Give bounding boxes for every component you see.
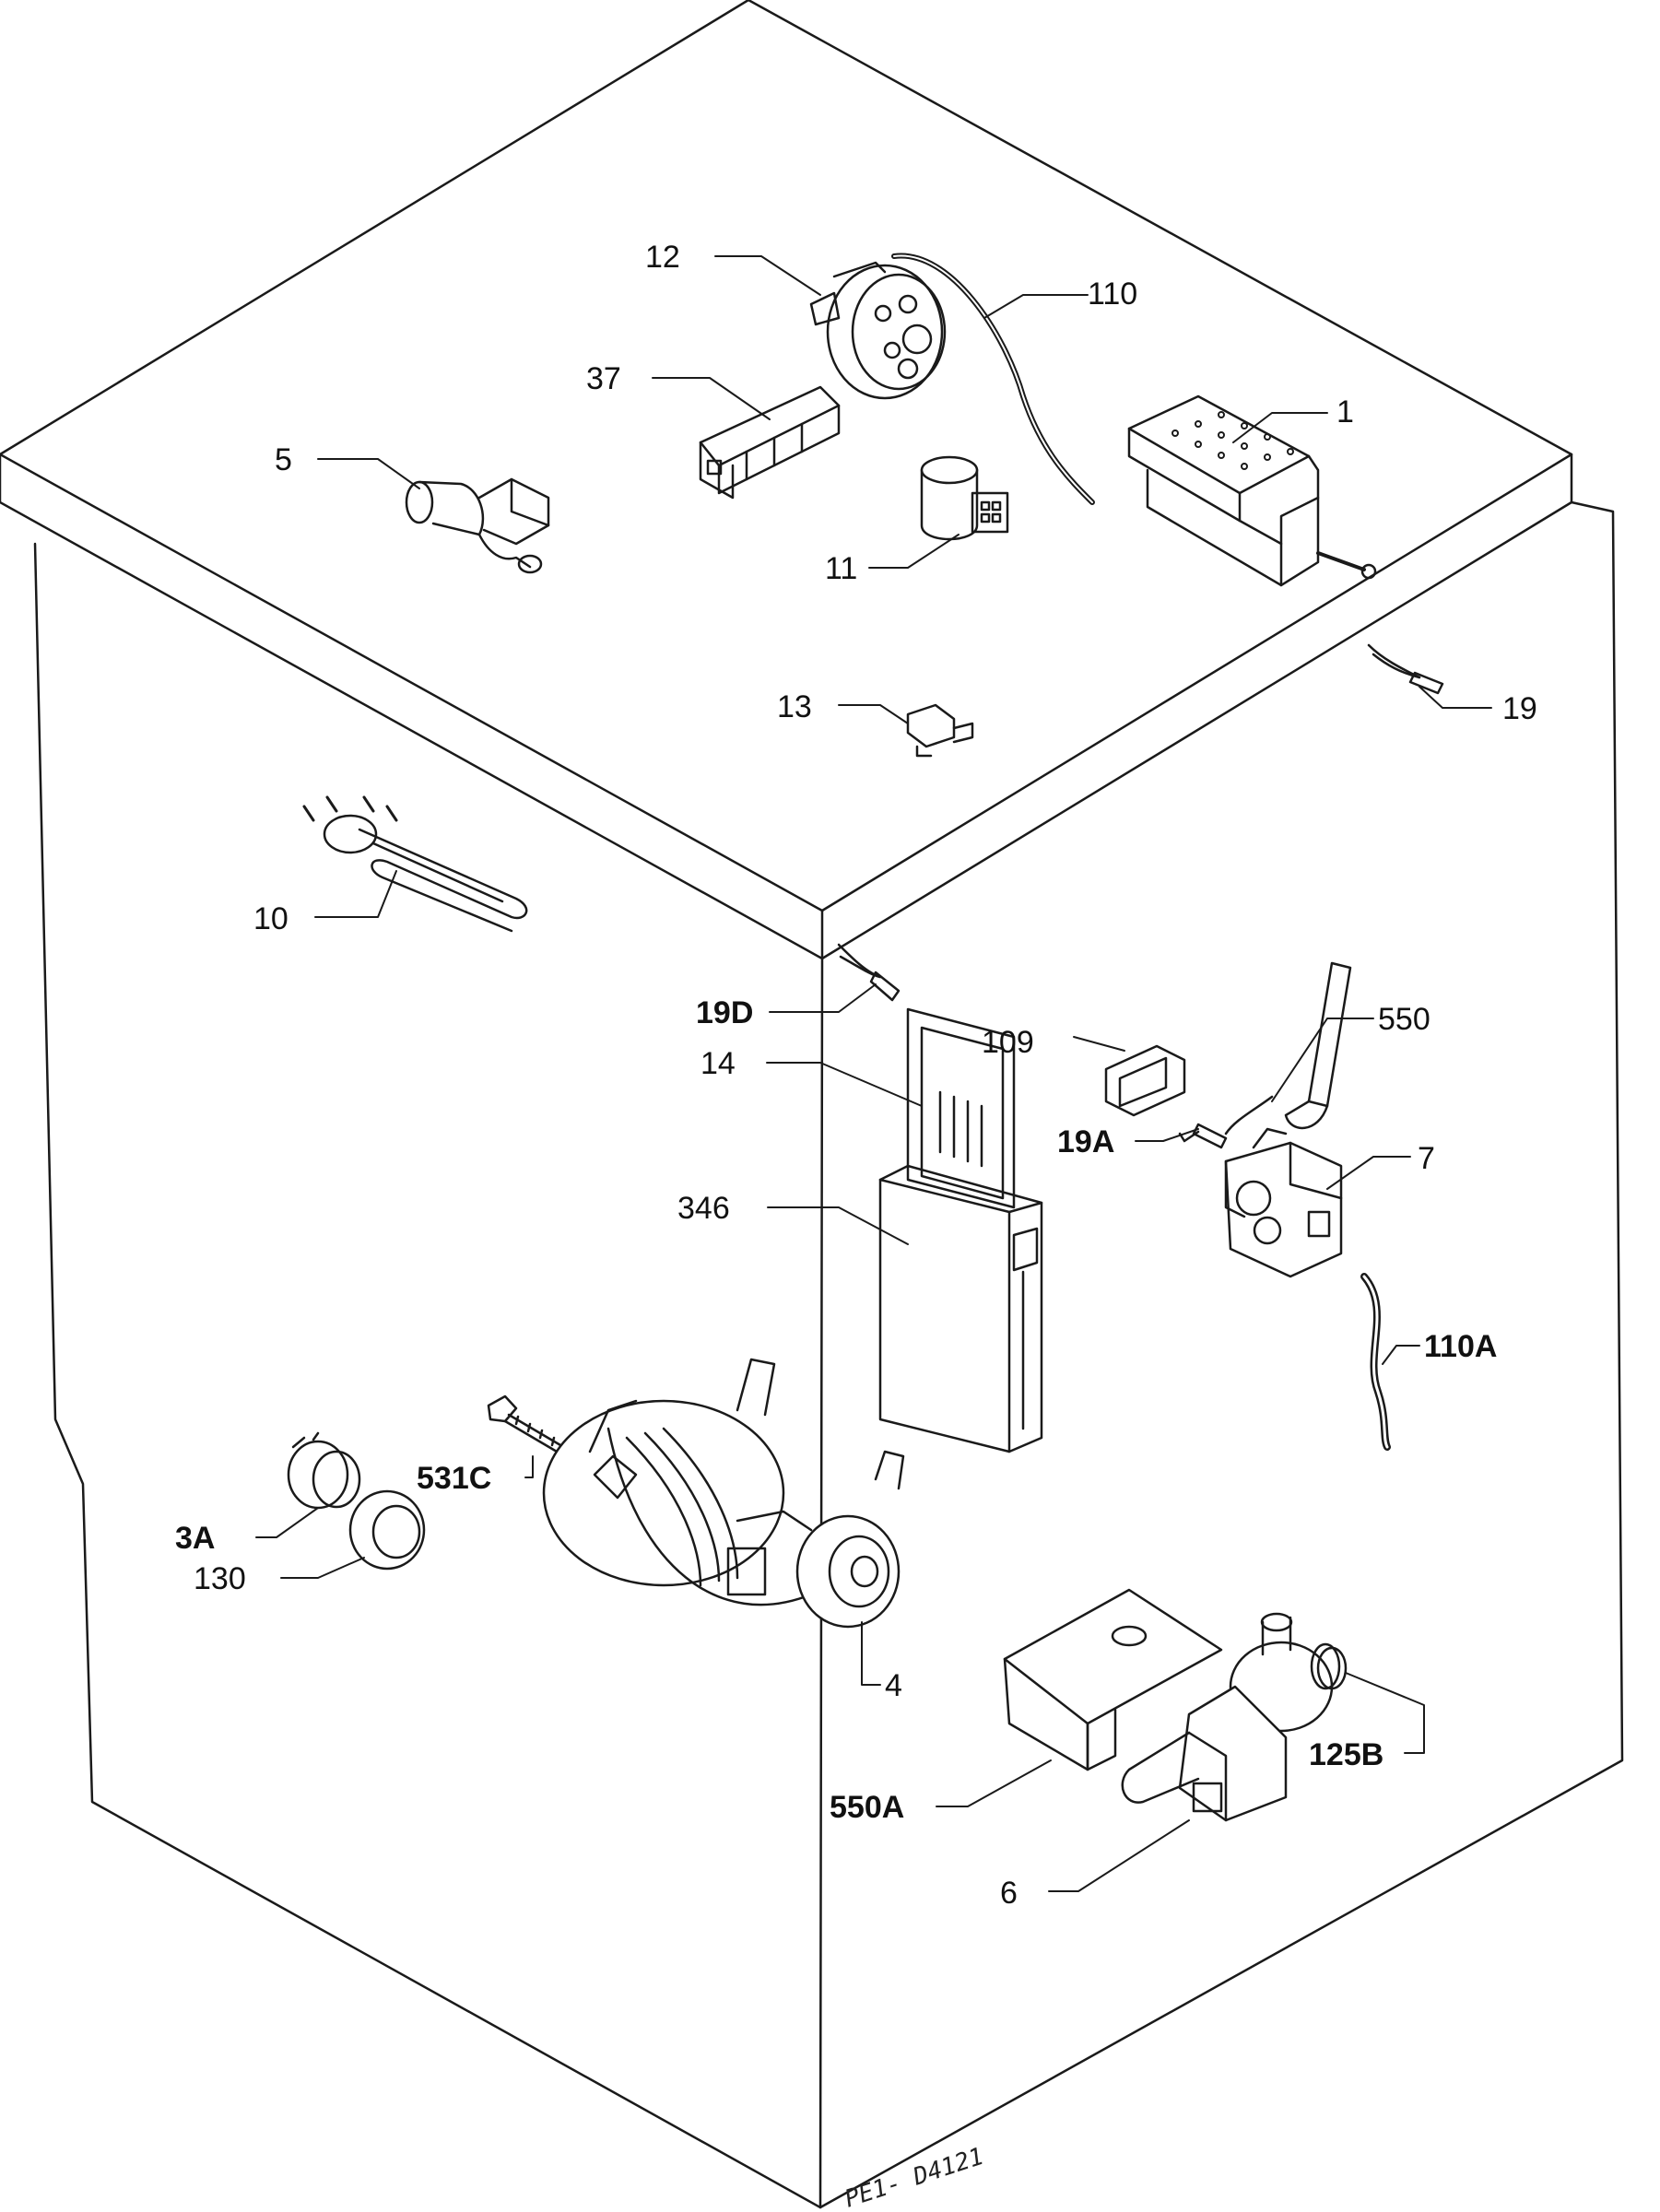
part-thermostat bbox=[287, 1431, 361, 1510]
label-part-109: 109 bbox=[982, 1025, 1034, 1060]
part-labels: 12 110 1 37 5 11 13 19 10 19D 109 550 14… bbox=[175, 240, 1537, 2212]
part-heater bbox=[302, 795, 528, 933]
label-part-19: 19 bbox=[1502, 691, 1537, 726]
part-small-connector bbox=[906, 703, 974, 758]
label-part-5: 5 bbox=[275, 442, 292, 477]
part-filter-housing bbox=[878, 1164, 1043, 1453]
label-part-550: 550 bbox=[1378, 1002, 1430, 1037]
label-part-346: 346 bbox=[677, 1191, 730, 1226]
label-part-19a: 19A bbox=[1057, 1124, 1114, 1159]
part-filter-insert bbox=[906, 1007, 1016, 1209]
part-sensor-19 bbox=[1367, 643, 1444, 695]
part-sensor-19d bbox=[837, 943, 901, 1002]
label-part-12: 12 bbox=[645, 240, 680, 275]
label-part-37: 37 bbox=[586, 361, 621, 396]
label-part-11: 11 bbox=[825, 551, 857, 586]
label-part-130: 130 bbox=[194, 1561, 246, 1596]
label-part-6: 6 bbox=[1000, 1876, 1018, 1911]
part-sensor-19a bbox=[1178, 1123, 1228, 1149]
label-part-531c: 531C bbox=[417, 1461, 491, 1496]
label-part-1: 1 bbox=[1336, 394, 1354, 429]
label-part-14: 14 bbox=[700, 1046, 736, 1081]
part-terminal-block bbox=[699, 385, 841, 500]
part-hose-110 bbox=[891, 253, 1095, 505]
label-part-110a: 110A bbox=[1424, 1329, 1497, 1364]
part-clip bbox=[1104, 1044, 1186, 1117]
part-capacitor bbox=[920, 455, 1009, 541]
part-motor bbox=[542, 1358, 905, 1629]
label-part-19d: 19D bbox=[696, 995, 753, 1030]
part-valve bbox=[405, 477, 550, 574]
label-part-550a: 550A bbox=[830, 1790, 904, 1825]
part-lever bbox=[1224, 961, 1352, 1135]
label-part-110: 110 bbox=[1088, 276, 1137, 312]
part-programmer bbox=[1127, 394, 1377, 587]
label-part-7: 7 bbox=[1418, 1141, 1435, 1176]
label-part-125b: 125B bbox=[1309, 1737, 1383, 1772]
label-part-4: 4 bbox=[885, 1668, 902, 1703]
part-pressure-switch bbox=[809, 261, 947, 400]
label-part-3a: 3A bbox=[175, 1521, 215, 1556]
part-seal-ring bbox=[1310, 1642, 1341, 1690]
label-part-10: 10 bbox=[253, 901, 288, 936]
cabinet-outline bbox=[0, 0, 1624, 2209]
part-bracket bbox=[1003, 1588, 1223, 1771]
part-tube-110a bbox=[1360, 1273, 1391, 1451]
part-grommet bbox=[348, 1489, 426, 1571]
leader-lines bbox=[255, 255, 1492, 1892]
part-door-lock bbox=[1224, 1127, 1343, 1278]
drawing-code: PE1- D4121 bbox=[842, 2143, 987, 2212]
label-part-13: 13 bbox=[777, 689, 812, 724]
